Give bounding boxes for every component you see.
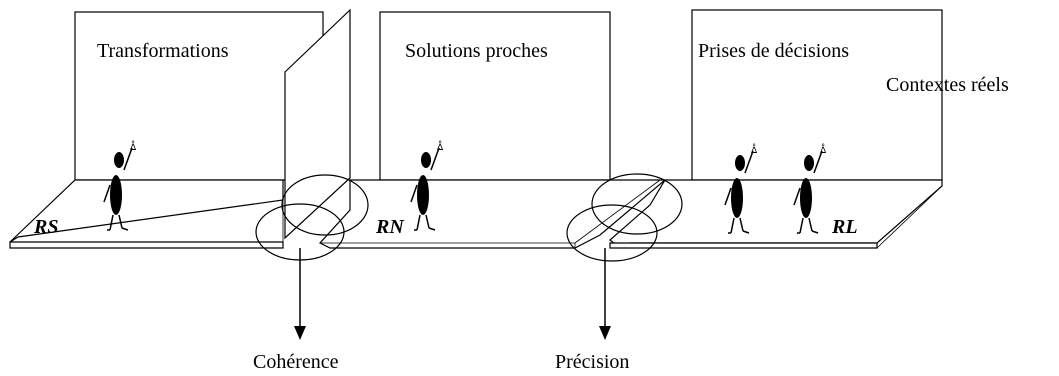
arrow-precision [599, 248, 611, 340]
floor-middle [319, 179, 667, 249]
floor-right [609, 179, 943, 249]
floor-left-edge [9, 241, 284, 249]
backboard-left [74, 11, 324, 181]
stage-middle [319, 11, 667, 249]
stage-left [9, 11, 324, 249]
title-prises-de-decisions: Prises de décisions [698, 40, 849, 62]
figure-rl-1: ᐂ [724, 144, 758, 234]
arrow-coherence [294, 248, 306, 340]
svg-text:ᐂ: ᐂ [820, 144, 827, 155]
fold-divider [284, 8, 351, 240]
output-label-coherence: Cohérence [253, 351, 339, 373]
junction-ellipse-left-upper [281, 174, 369, 236]
title-solutions-proches: Solutions proches [405, 40, 548, 62]
label-contextes-reels: Contextes réels [886, 74, 1009, 96]
backboard-middle [379, 11, 611, 181]
output-label-precision: Précision [555, 351, 629, 373]
junction-ellipse-right-upper [591, 173, 683, 235]
region-label-rl: RL [831, 216, 858, 238]
junction-ellipse-right-lower [566, 204, 658, 262]
figure-rl-2: ᐂ [793, 144, 827, 234]
svg-text:ᐂ: ᐂ [130, 141, 137, 152]
region-label-rn: RN [375, 216, 405, 238]
stage-right [609, 9, 943, 249]
figure-rn: ᐂ [410, 141, 444, 231]
title-transformations: Transformations [97, 40, 229, 62]
backboard-right [691, 9, 943, 181]
figure-rs: ᐂ [103, 141, 137, 231]
svg-text:ᐂ: ᐂ [751, 144, 758, 155]
floor-left [9, 179, 284, 243]
region-label-rs: RS [33, 216, 58, 238]
svg-text:ᐂ: ᐂ [437, 141, 444, 152]
